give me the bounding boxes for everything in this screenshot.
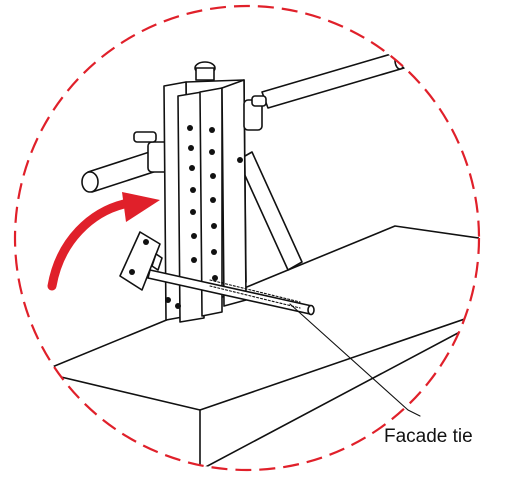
vertical-post xyxy=(163,61,267,323)
callout-label: Facade tie xyxy=(384,426,473,447)
callout-leader-line xyxy=(289,303,421,417)
rotation-arrow xyxy=(47,192,160,291)
concrete-slab xyxy=(39,225,479,470)
brace-and-tube xyxy=(237,50,406,271)
detail-circle xyxy=(13,4,481,472)
facade-tie-rod xyxy=(147,269,315,316)
detail-drawing xyxy=(39,50,479,470)
tie-bracket xyxy=(119,231,163,291)
